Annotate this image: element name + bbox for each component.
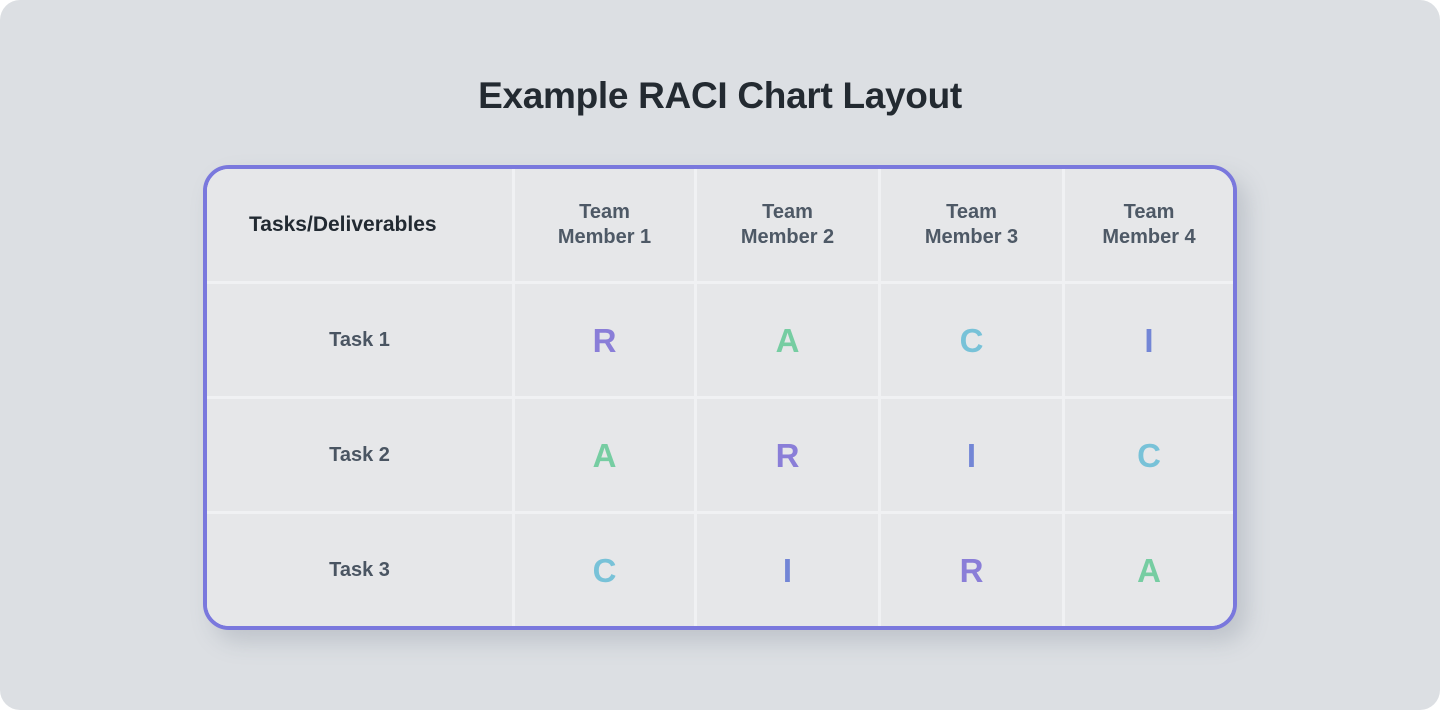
raci-cell-task3-member4: A <box>1065 514 1233 626</box>
raci-cell-task2-member1: A <box>515 399 694 511</box>
raci-table: Tasks/Deliverables Team Member 1 Team Me… <box>203 165 1237 630</box>
raci-cell-task2-member3: I <box>881 399 1062 511</box>
page-title: Example RACI Chart Layout <box>478 75 962 116</box>
column-header-team-member-3: Team Member 3 <box>881 169 1062 281</box>
column-header-tasks: Tasks/Deliverables <box>207 169 512 281</box>
raci-cell-task1-member2: A <box>697 284 878 396</box>
raci-cell-task2-member2: R <box>697 399 878 511</box>
column-header-team-member-2: Team Member 2 <box>697 169 878 281</box>
raci-cell-task3-member2: I <box>697 514 878 626</box>
row-label-task-2: Task 2 <box>207 399 512 511</box>
raci-cell-task1-member1: R <box>515 284 694 396</box>
raci-cell-task3-member3: R <box>881 514 1062 626</box>
raci-cell-task3-member1: C <box>515 514 694 626</box>
raci-grid: Tasks/Deliverables Team Member 1 Team Me… <box>207 169 1233 626</box>
column-header-team-member-1: Team Member 1 <box>515 169 694 281</box>
row-label-task-1: Task 1 <box>207 284 512 396</box>
raci-cell-task1-member3: C <box>881 284 1062 396</box>
raci-cell-task2-member4: C <box>1065 399 1233 511</box>
column-header-team-member-4: Team Member 4 <box>1065 169 1233 281</box>
row-label-task-3: Task 3 <box>207 514 512 626</box>
raci-cell-task1-member4: I <box>1065 284 1233 396</box>
